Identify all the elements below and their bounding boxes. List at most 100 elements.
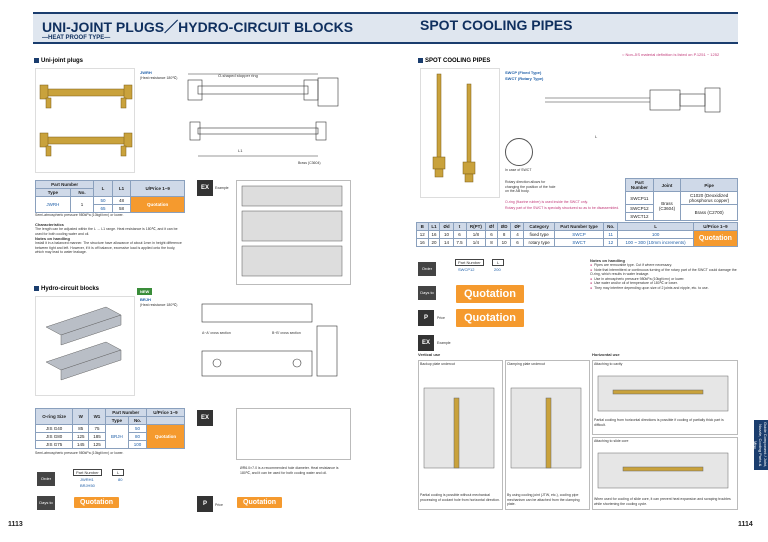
price-quotation: Quotation — [237, 497, 283, 508]
th: No. — [603, 222, 619, 231]
order-example-brjh: BRJH50 — [80, 483, 95, 488]
unijoint-section-title: Uni-joint plugs — [34, 58, 83, 64]
unijoint-drawing: O-shaped stopper ring L1 Brass (C3604) — [178, 68, 348, 176]
left-page-title: UNI-JOINT PLUGS／HYDRO-CIRCUIT BLOCKS — [42, 19, 354, 35]
characteristics-title: Characteristics — [35, 222, 64, 227]
side-tab: Guide Component / Joint, Nozzle, Cooling… — [753, 420, 768, 470]
table-cell: 85 — [72, 424, 90, 433]
table-cell: 12 — [416, 230, 429, 239]
vertical-example-1: Backup plate undercut — [418, 360, 503, 510]
page-number-right: 1114 — [738, 521, 753, 528]
h2-caption: Attaching to slide core — [594, 439, 629, 443]
th-l1: L1 — [111, 180, 132, 197]
th-price: U/Price 1~9 — [145, 408, 186, 417]
svg-text:L: L — [595, 134, 598, 139]
table-cell: 6 — [485, 230, 498, 239]
table-cell: 10 — [439, 230, 454, 239]
table-cell: SWCT12 — [625, 212, 654, 221]
spot-model-swcp: SWCP (Fixed Type) — [505, 70, 542, 75]
v2-caption: Clamping plate undercut — [507, 362, 545, 366]
handling-item: Use in atmospheric pressure 980kPa (10kg… — [590, 277, 738, 282]
th: R(PT) — [465, 222, 487, 231]
swct-detail-label: In case of SWCT — [505, 168, 532, 172]
oring-note1: O-ring (fluorine rubber) is used inside … — [505, 200, 588, 204]
example-icon: EX — [197, 180, 213, 196]
horizontal-example-2: Attaching to slide core — [592, 437, 738, 510]
order-l: L — [112, 469, 125, 476]
unijoint-heat: (Heat resistance 180℃) — [140, 76, 178, 80]
horizontal-caption-2: When used for cooling of slide core, it … — [594, 497, 731, 506]
th-part-number: Part Number — [34, 180, 95, 189]
order-example-l: 80 — [118, 477, 123, 482]
table-cell: 125 — [72, 432, 90, 441]
example-label: Example — [215, 186, 229, 190]
table-cell: Quotation — [145, 424, 186, 449]
swct-detail-circle — [505, 138, 533, 166]
table-cell: BRJH — [104, 424, 130, 449]
spot-price-icon: P — [418, 310, 434, 326]
table-cell: 8 — [496, 230, 512, 239]
table-cell: 100 ~ 300 (10mm increments) — [617, 238, 694, 247]
th: B — [416, 222, 429, 231]
spot-order-l: L — [492, 259, 505, 266]
spot-model-swct: SWCT (Rotary Type) — [505, 76, 544, 81]
table-cell: 145 — [72, 440, 90, 449]
spot-section-title: SPOT COOLING PIPES — [418, 58, 490, 64]
table-cell: 16 — [427, 230, 441, 239]
unijoint-pressure: Semi-atmospheric pressure 980kPa (10kgf/… — [35, 213, 124, 217]
spot-days-icon: Days to Ship — [418, 286, 436, 309]
order-icon: Order — [37, 472, 55, 486]
table-cell: 50 — [128, 424, 147, 433]
characteristics-text: The length can be adjusted within the L … — [35, 227, 178, 236]
svg-text:Brass (C3604): Brass (C3604) — [298, 161, 321, 165]
left-page-subtitle: —HEAT PROOF TYPE— — [42, 35, 111, 41]
hydro-pressure: Semi-atmospheric pressure 980kPa (10kgf/… — [35, 451, 124, 455]
th-w1: W1 — [88, 408, 106, 425]
table-cell: 58 — [111, 204, 132, 213]
table-cell: 100 — [617, 230, 694, 239]
horizontal-use-label: Horizontal use — [592, 352, 620, 357]
table-cell: 1/4 — [465, 238, 487, 247]
handling-item: Use water and/or oil of temperature of 1… — [590, 281, 738, 286]
header-bar — [33, 12, 738, 44]
table-cell: 50 — [93, 196, 113, 205]
hydro-example-icon: EX — [197, 410, 213, 426]
days-icon: Days to Ship — [37, 496, 55, 519]
table-cell: 10 — [496, 238, 512, 247]
spot-photo — [420, 68, 500, 198]
table-cell: SWCP — [553, 230, 605, 239]
th-l: L — [93, 180, 113, 197]
page-number-left: 1113 — [8, 521, 23, 528]
price-label: Price — [215, 503, 223, 507]
new-badge: NEW — [137, 288, 153, 295]
table-cell: 16 — [416, 238, 429, 247]
table-cell: 14 — [439, 238, 454, 247]
svg-text:O-shaped stopper ring: O-shaped stopper ring — [218, 73, 258, 78]
th: Ød — [439, 222, 454, 231]
th-part: Part Number — [625, 178, 654, 192]
hydro-drawing: A~A' cross section B~B' cross section — [182, 296, 350, 406]
handling-title: Notes on handling — [35, 236, 70, 241]
table-cell: 48 — [111, 196, 132, 205]
unijoint-example-drawing — [236, 180, 351, 285]
table-cell: 65 — [93, 204, 113, 213]
th-price: U/Price 1~9 — [130, 180, 185, 197]
table-cell: 1 — [69, 196, 95, 213]
order-part-number: Part Number — [73, 469, 102, 476]
th: Part Number type — [553, 222, 605, 231]
spot-handling: Notes on handling Pipes are removable ty… — [590, 258, 738, 290]
hydro-note: ØR6.0×7.0 is a recommended hole diameter… — [240, 466, 339, 475]
h1-caption: Attaching to cavity — [594, 362, 623, 366]
th: L1 — [427, 222, 441, 231]
th-type: Type — [35, 188, 71, 197]
spot-handling-title: Notes on handling — [590, 258, 625, 263]
table-cell: 12 — [603, 238, 619, 247]
table-cell: 6 — [452, 230, 467, 239]
order-example: JWRH1 — [80, 477, 94, 482]
price-icon: P — [197, 496, 213, 512]
spot-order-example: SWCP12 — [458, 267, 475, 272]
th-oring: O-ring Size — [34, 408, 74, 425]
